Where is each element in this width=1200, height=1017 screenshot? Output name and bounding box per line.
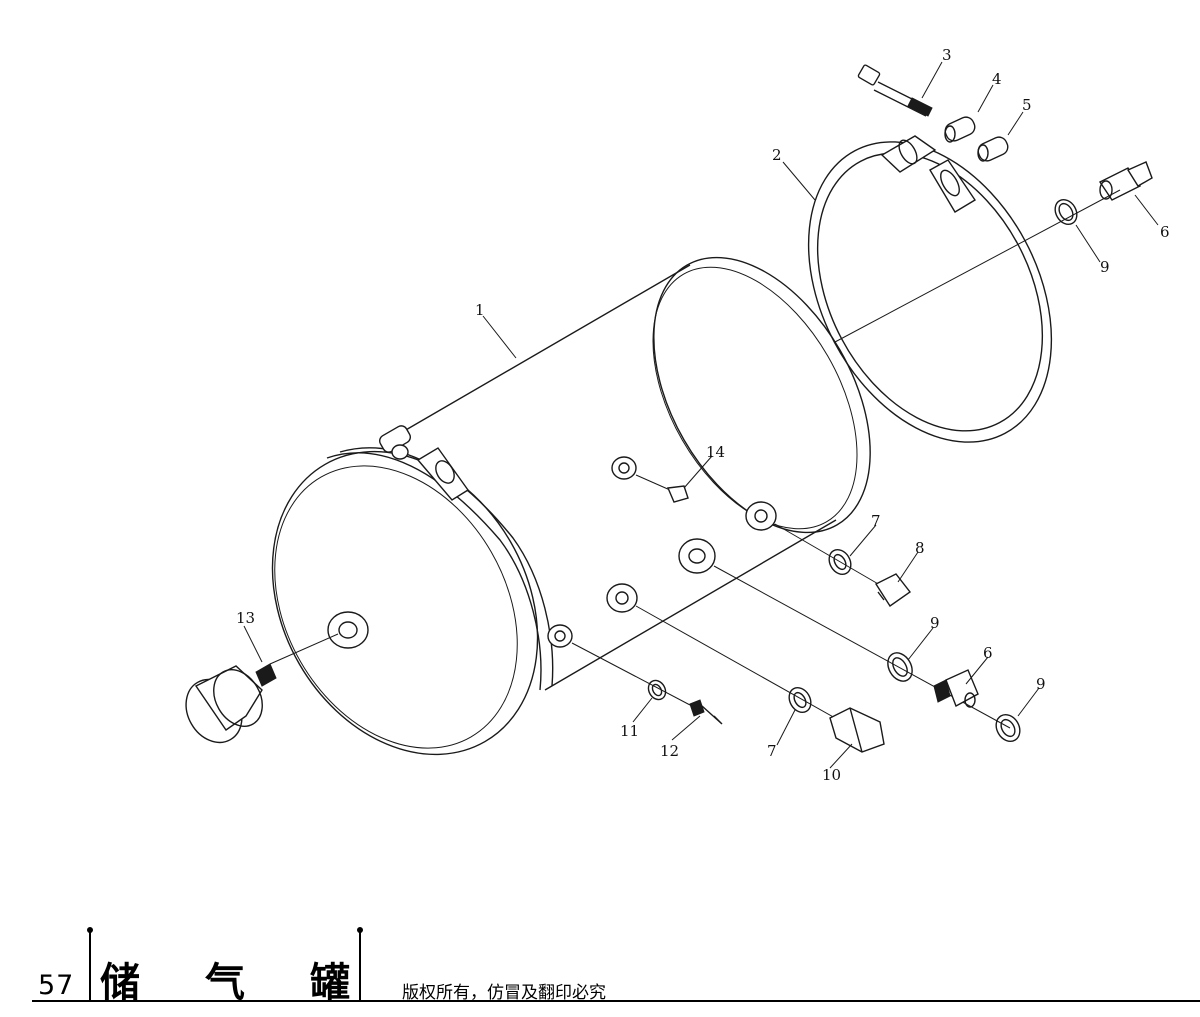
mounting-strap [807,135,1053,443]
side-boss-bottom [547,624,723,725]
callout-8: 8 [915,539,925,557]
top-right-fitting [1054,161,1153,226]
drain-cap [185,633,339,744]
section-title: 储 气 罐 [100,950,350,1008]
near-strap-buckle [379,425,470,501]
callout-11: 11 [620,722,639,740]
exploded-parts-drawing: 1 2 3 4 5 6 9 14 7 8 9 6 9 7 10 11 12 13 [185,46,1170,784]
callout-10: 10 [822,766,841,784]
callout-7-lower: 7 [767,742,777,760]
callout-3: 3 [942,46,952,64]
callout-2: 2 [772,146,782,164]
section-title-char: 气 [205,960,245,1006]
side-boss-lower [606,583,885,753]
callout-9-middle: 9 [930,614,940,632]
callout-4: 4 [992,70,1002,88]
section-title-char: 罐 [310,960,350,1006]
page-number: 57 [38,970,75,1001]
side-boss-upper [745,501,912,607]
callout-14: 14 [706,443,725,461]
side-boss-14 [611,456,689,503]
callout-9-bottom: 9 [1036,675,1046,693]
footer-divider-right [357,927,363,1000]
callout-5: 5 [1022,96,1032,114]
callout-7-upper: 7 [871,512,881,530]
callout-1: 1 [475,301,485,319]
callout-6-top: 6 [1160,223,1170,241]
footer-rule [32,1000,1200,1002]
page-footer: 57 储 气 罐 版权所有，仿冒及翻印必究 [0,920,1200,1017]
strap-bolt [857,64,933,117]
strap-sleeves [944,116,1009,162]
footer-divider-left [87,927,93,1000]
section-title-char: 储 [100,960,140,1006]
callout-13: 13 [236,609,255,627]
callout-12: 12 [660,742,679,760]
air-tank-body [271,256,871,756]
callout-6-middle: 6 [983,644,993,662]
copyright-notice: 版权所有，仿冒及翻印必究 [402,983,606,1003]
callout-9-top: 9 [1100,258,1110,276]
callout-leaders [243,61,1159,769]
